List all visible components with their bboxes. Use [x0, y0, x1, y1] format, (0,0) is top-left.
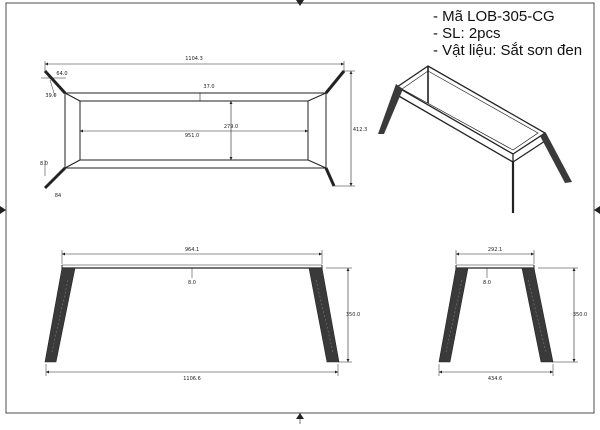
dim-leg-tip: 84 [55, 193, 61, 199]
dim-side-top: 292.1 [488, 247, 502, 253]
dim-side-thickness: 8.0 [483, 280, 491, 286]
side-leg-left [438, 267, 469, 363]
front-view-labels: 964.1 8.0 350.0 1106.6 [183, 247, 360, 382]
dim-leg-projection: 64.0 [56, 71, 67, 77]
top-frame-inner [79, 100, 309, 161]
center-mark-top [296, 0, 304, 6]
top-view-labels: 1104.3 37.0 279.0 951.0 412.3 64.0 39.0 … [40, 56, 367, 199]
sheet-frame [5, 2, 595, 414]
center-mark-left [0, 206, 6, 214]
note-quantity: - SL: 2pcs [433, 25, 501, 42]
dim-front-height: 350.0 [346, 312, 360, 318]
side-legs [438, 267, 554, 363]
dim-side-bottom: 434.6 [488, 376, 502, 382]
top-view [41, 61, 355, 190]
center-mark-right [594, 206, 600, 214]
dim-inner-length: 951.0 [185, 133, 199, 139]
front-legs [44, 267, 340, 363]
dim-front-thickness: 8.0 [188, 280, 196, 286]
top-leg-tr [324, 70, 346, 94]
dim-top-depth: 412.3 [353, 127, 367, 133]
iso-legs [378, 84, 572, 183]
side-leg-right [521, 267, 554, 363]
dim-top-length: 1104.3 [185, 56, 203, 62]
dim-leg-offset: 39.0 [45, 93, 56, 99]
dim-side-height: 350.0 [573, 312, 587, 318]
note-product-code: - Mã LOB-305-CG [433, 8, 555, 25]
note-material: - Vật liệu: Sắt sơn đen [433, 42, 583, 59]
top-leg-tl [43, 69, 67, 95]
dim-front-top: 964.1 [185, 247, 199, 253]
front-leg-right [308, 267, 340, 363]
front-leg-left [44, 267, 76, 363]
top-leg-br [324, 167, 336, 187]
top-leg-bl [43, 166, 67, 190]
iso-view [395, 65, 547, 213]
dim-inner-depth: 279.0 [224, 124, 238, 130]
spec-notes: - Mã LOB-305-CG - SL: 2pcs - Vật liệu: S… [433, 8, 598, 59]
dim-front-bottom: 1106.6 [183, 376, 201, 382]
side-view-labels: 292.1 8.0 350.0 434.6 [483, 247, 587, 382]
top-frame-outer [64, 92, 327, 169]
iso-leg-front-left [378, 84, 403, 134]
dim-rail-offset: 37.0 [203, 84, 214, 90]
iso-frame-top [395, 65, 547, 155]
iso-leg-back-right [540, 133, 572, 183]
front-view [45, 250, 352, 376]
dim-tube-thickness: 8.0 [40, 161, 48, 167]
